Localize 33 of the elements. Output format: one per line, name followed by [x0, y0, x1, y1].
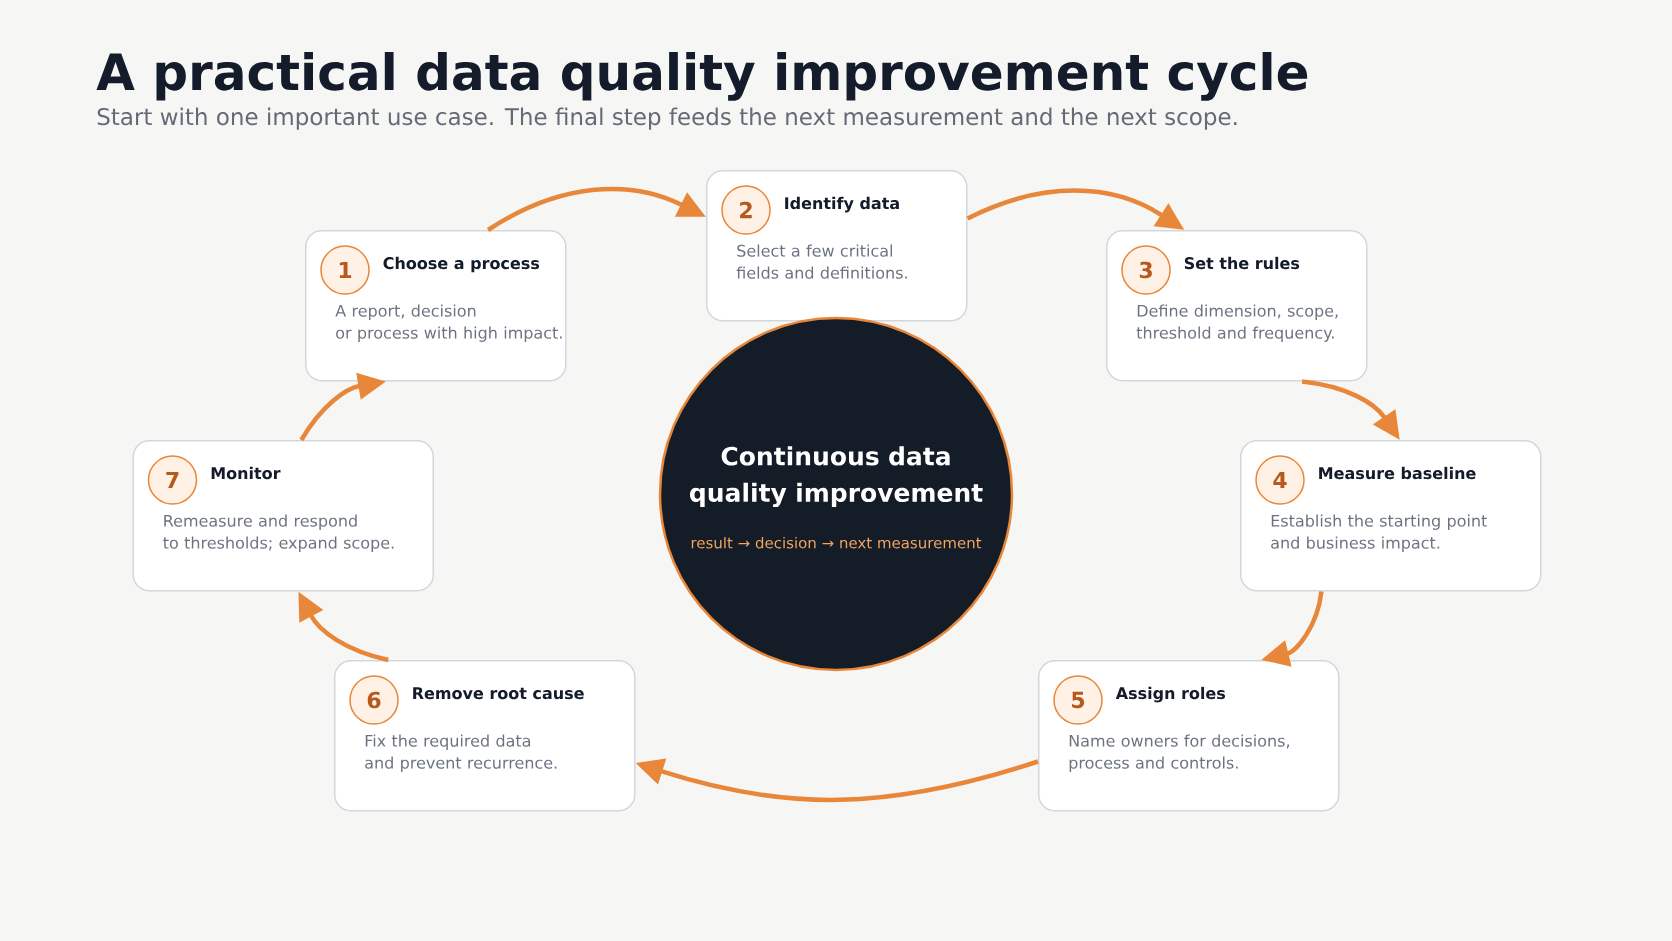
step-card: [334, 660, 636, 812]
number-badge: 1: [320, 245, 370, 295]
circle-title: Continuous data quality improvement: [690, 446, 983, 508]
step-description: Define dimension, scope, threshold and frequency.: [1136, 304, 1338, 342]
step-description: Establish the starting point and business impact.: [1271, 514, 1487, 552]
step-card: [132, 440, 434, 592]
number-badge: 5: [1053, 675, 1103, 725]
step-title: Assign roles: [1115, 686, 1225, 703]
step-title: Measure baseline: [1319, 466, 1476, 480]
title: A practical data quality improvement cycle: [96, 52, 1308, 101]
center-circle: [658, 316, 1014, 672]
circle-subtitle: result → decision → next measurement: [691, 536, 982, 549]
step-description: Select a few critical fields and definitions.: [736, 244, 907, 279]
step-title: Remove root cause: [413, 687, 584, 700]
step-title: Identify data: [785, 196, 899, 213]
step-card: [1038, 660, 1340, 812]
step-card: [1240, 440, 1542, 592]
number-badge: 3: [1121, 245, 1171, 295]
step-title: Choose a process: [383, 256, 540, 273]
step-card: [706, 170, 968, 322]
number-badge: 2: [721, 185, 771, 235]
number-badge: 7: [147, 455, 198, 505]
step-description: A report, decision or process with high impact.: [335, 304, 562, 342]
number-badge: 4: [1255, 455, 1305, 505]
step-description: Name owners for decisions, process and controls.: [1069, 734, 1289, 772]
step-description: Remeasure and respond to thresholds; expand scope.: [163, 514, 394, 552]
step-title: Set the rules: [1184, 256, 1300, 270]
step-card: [1106, 230, 1368, 382]
number-badge: 6: [349, 675, 399, 725]
step-card: [305, 230, 567, 382]
step-title: Monitor: [211, 466, 281, 480]
step-description: Fix the required data and prevent recurrence.: [365, 734, 557, 772]
subtitle: Start with one important use case. The final step feeds the next measurement and the next scope.: [97, 107, 1237, 130]
